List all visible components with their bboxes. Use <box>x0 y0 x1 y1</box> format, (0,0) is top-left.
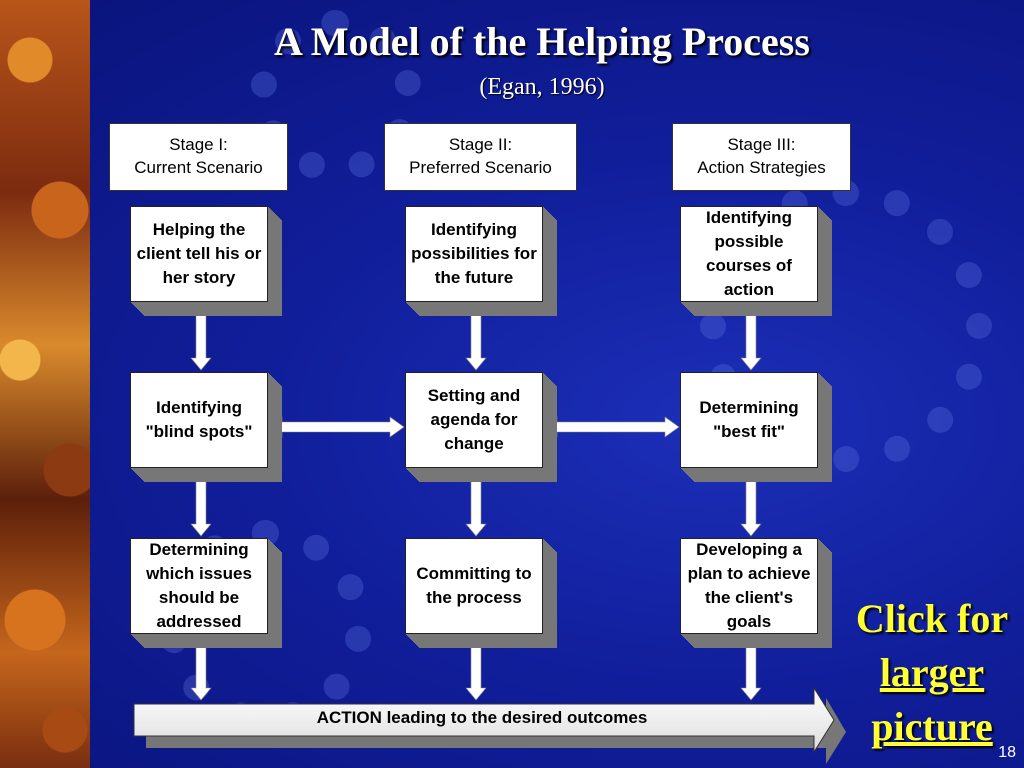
double-arrow <box>267 416 405 438</box>
click-text: Click for <box>855 596 1009 641</box>
picture-link[interactable]: picture <box>871 704 993 749</box>
stage-name: Preferred Scenario <box>409 158 552 177</box>
click-for-larger-picture[interactable]: Click for larger picture <box>840 592 1024 754</box>
stage-name: Action Strategies <box>697 158 826 177</box>
stage-3-header: Stage III: Action Strategies <box>672 123 851 191</box>
box-issues-addressed: Determining which issues should be addre… <box>130 538 268 634</box>
box-agenda-for-change: Setting and agenda for change <box>405 372 543 468</box>
double-arrow <box>740 301 762 371</box>
double-arrow <box>740 467 762 537</box>
box-text: Committing to the process <box>416 564 532 607</box>
double-arrow <box>542 416 680 438</box>
stage-label: Stage II: <box>448 135 513 154</box>
decorative-sidebar <box>0 0 90 768</box>
stage-name: Current Scenario <box>134 158 263 177</box>
stage-label: Stage I: <box>169 135 228 154</box>
double-arrow <box>190 467 212 537</box>
box-text: Determining "best fit" <box>699 398 799 441</box>
stage-1-header: Stage I: Current Scenario <box>109 123 288 191</box>
larger-link[interactable]: larger <box>879 650 985 695</box>
vertical-arrows <box>190 301 762 701</box>
box-best-fit: Determining "best fit" <box>680 372 818 468</box>
box-plan-goals: Developing a plan to achieve the client'… <box>680 538 818 634</box>
double-arrow <box>465 633 487 701</box>
box-possible-actions: Identifying possible courses of action <box>680 206 818 302</box>
box-text: Identifying possible courses of action <box>706 208 792 299</box>
double-arrow <box>190 301 212 371</box>
box-committing: Committing to the process <box>405 538 543 634</box>
double-arrow <box>465 467 487 537</box>
slide-title: A Model of the Helping Process <box>274 19 810 64</box>
page-number: 18 <box>998 744 1016 761</box>
box-text: Determining which issues should be addre… <box>146 540 252 631</box>
box-text: Developing a plan to achieve the client'… <box>687 540 811 631</box>
double-arrow <box>190 633 212 701</box>
stage-2-header: Stage II: Preferred Scenario <box>384 123 577 191</box>
box-blind-spots: Identifying "blind spots" <box>130 372 268 468</box>
double-arrow <box>465 301 487 371</box>
double-arrow <box>740 633 762 701</box>
action-label: ACTION leading to the desired outcomes <box>316 708 648 727</box>
slide-subtitle: (Egan, 1996) <box>479 74 605 100</box>
box-telling-story: Helping the client tell his or her story <box>130 206 268 302</box>
box-text: Helping the client tell his or her story <box>136 220 262 287</box>
horizontal-arrows <box>267 416 680 438</box>
box-text: Identifying possibilities for the future <box>411 220 537 287</box>
action-arrow <box>133 686 835 754</box>
box-identifying-possibilities: Identifying possibilities for the future <box>405 206 543 302</box>
stage-label: Stage III: <box>727 135 796 154</box>
box-text: Identifying "blind spots" <box>145 398 253 441</box>
box-text: Setting and agenda for change <box>427 386 521 453</box>
